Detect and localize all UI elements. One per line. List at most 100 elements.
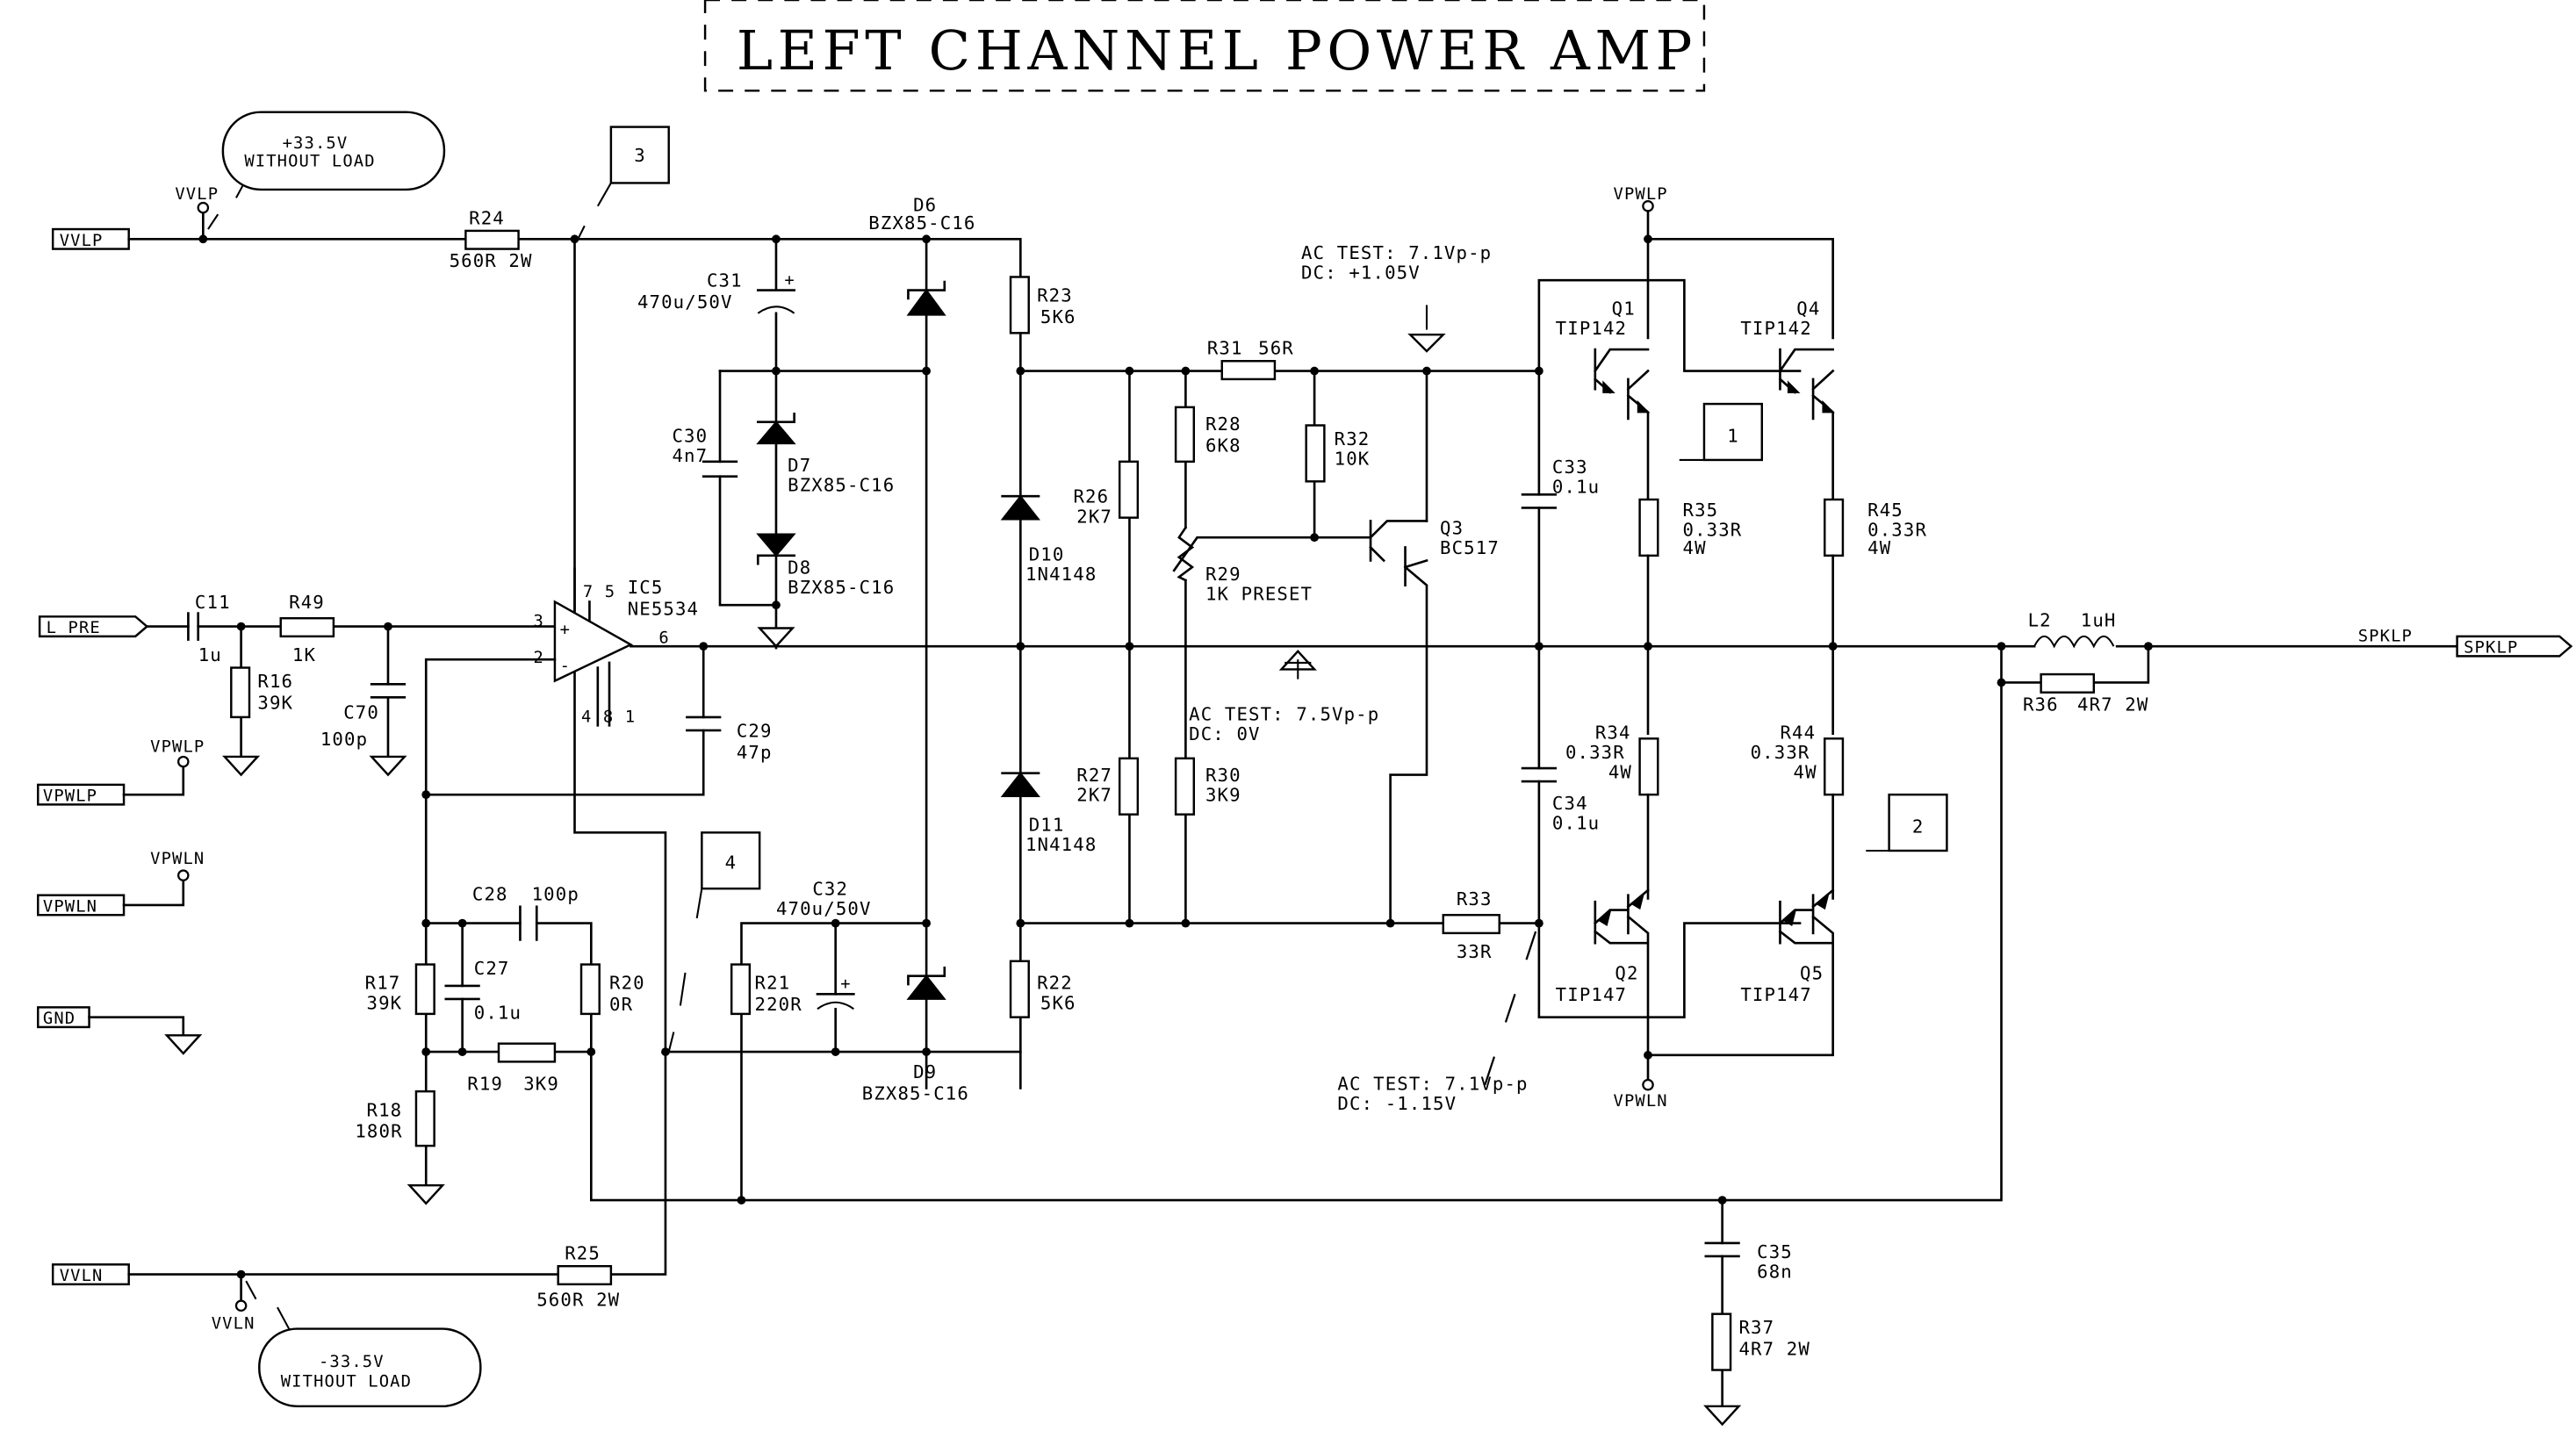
svg-text:4: 4: [725, 852, 738, 874]
resistor-r33: [1442, 914, 1500, 935]
label-r35: R35: [1683, 500, 1719, 521]
capacitor-c33: [1521, 493, 1558, 509]
label-r45: R45: [1867, 500, 1903, 521]
value-r19: 3K9: [523, 1073, 559, 1094]
power-r34: 4W: [1608, 761, 1632, 782]
ground-icon: [369, 755, 407, 777]
wire-vvlp-rail: [573, 237, 667, 1276]
label-d7: D7: [788, 455, 811, 476]
value-c34: 0.1u: [1552, 813, 1600, 834]
label-r25: R25: [565, 1243, 601, 1264]
svg-text:1: 1: [1727, 425, 1739, 446]
resistor-r27: [1118, 757, 1140, 816]
svg-text:2: 2: [1912, 816, 1925, 837]
test-pin-icon: [176, 869, 190, 881]
svg-text:-33.5V: -33.5V: [319, 1353, 385, 1371]
value-d8: BZX85-C16: [788, 577, 895, 598]
wire-bias-top: [718, 278, 1802, 372]
resistor-r34: [1638, 737, 1659, 796]
value-r23: 5K6: [1040, 306, 1076, 327]
ground-icon: [407, 1183, 445, 1205]
label-r27: R27: [1076, 765, 1112, 786]
transistor-q3: [1369, 370, 1428, 924]
diode-d11-icon: [1000, 772, 1040, 797]
marker-3: 3: [609, 126, 670, 184]
label-r17: R17: [365, 973, 401, 994]
test-pin-icon: [176, 755, 190, 768]
label-q4: Q4: [1796, 298, 1820, 320]
label-d8: D8: [788, 557, 811, 579]
value-d6: BZX85-C16: [868, 212, 975, 234]
label-q3: Q3: [1440, 517, 1464, 538]
test-point-top-ac: AC TEST: 7.1Vp-p: [1301, 242, 1492, 263]
preset-r29[interactable]: [1176, 526, 1195, 582]
resistor-r36: [2040, 672, 2096, 694]
port-l-pre[interactable]: L PRE: [38, 615, 149, 637]
port-vvlp[interactable]: VVLP: [51, 227, 130, 250]
label-q5: Q5: [1800, 962, 1824, 983]
label-r32: R32: [1335, 428, 1371, 449]
port-label: L PRE: [47, 619, 101, 637]
port-vpwlp[interactable]: VPWLP: [37, 783, 126, 806]
value-r27: 2K7: [1076, 785, 1112, 806]
capacitor-c34: [1521, 766, 1558, 783]
label-r44: R44: [1780, 722, 1816, 743]
port-label: VPWLP: [43, 787, 97, 806]
port-spklp[interactable]: SPKLP: [2456, 635, 2573, 658]
capacitor-c70: [370, 683, 407, 699]
value-q5: TIP147: [1740, 984, 1811, 1005]
value-r36: 4R7 2W: [2077, 694, 2148, 715]
capacitor-c28: [519, 905, 538, 941]
label-c11: C11: [195, 592, 231, 613]
value-r33: 33R: [1457, 941, 1493, 962]
value-r21: 220R: [755, 994, 802, 1015]
label-d6: D6: [913, 194, 937, 215]
svg-text:WITHOUT LOAD: WITHOUT LOAD: [281, 1372, 412, 1391]
value-c31: 470u/50V: [637, 291, 733, 313]
label-r37: R37: [1738, 1317, 1774, 1338]
resistor-r45: [1824, 498, 1845, 557]
label-c28: C28: [472, 883, 508, 904]
value-c33: 0.1u: [1552, 477, 1600, 498]
label-l2: L2: [2028, 610, 2052, 631]
port-vpwln[interactable]: VPWLN: [37, 894, 126, 917]
label-r21: R21: [755, 973, 791, 994]
resistor-r20: [579, 963, 601, 1016]
port-gnd[interactable]: GND: [37, 1006, 90, 1028]
value-q2: TIP147: [1556, 984, 1627, 1005]
marker-1: 1: [1702, 402, 1764, 462]
label-c27: C27: [474, 958, 510, 979]
label-d9: D9: [913, 1061, 937, 1082]
value-c28: 100p: [532, 883, 579, 904]
power-r45: 4W: [1867, 537, 1891, 558]
value-c70: 100p: [320, 729, 368, 750]
resistor-r28: [1174, 406, 1196, 464]
value-r34: 0.33R: [1565, 742, 1625, 763]
capacitor-c11: [187, 612, 200, 641]
label-r29: R29: [1205, 564, 1241, 585]
value-r20: 0R: [609, 994, 633, 1015]
label-c29: C29: [737, 720, 773, 741]
svg-text:+33.5V: +33.5V: [283, 134, 349, 153]
capacitor-c27: [444, 984, 480, 1001]
marker-4: 4: [701, 831, 761, 890]
test-pin-icon: [197, 201, 210, 214]
value-r17: 39K: [367, 992, 403, 1013]
value-q1: TIP142: [1556, 318, 1627, 339]
port-label: VVLN: [60, 1267, 104, 1285]
capacitor-c29: [686, 716, 722, 732]
port-vvln[interactable]: VVLN: [51, 1263, 130, 1285]
value-r45: 0.33R: [1867, 519, 1927, 540]
value-c30: 4n7: [672, 445, 708, 466]
svg-text:+: +: [784, 271, 795, 290]
port-label: VVLP: [60, 232, 104, 250]
svg-text:3: 3: [634, 145, 646, 166]
label-c30: C30: [672, 425, 708, 446]
value-d7: BZX85-C16: [788, 475, 895, 496]
resistor-r21: [730, 963, 752, 1016]
label-r23: R23: [1037, 285, 1073, 306]
value-r18: 180R: [355, 1121, 402, 1142]
label-r34: R34: [1595, 722, 1631, 743]
test-point-mid-dc: DC: 0V: [1189, 723, 1260, 744]
svg-text:-: -: [560, 657, 571, 675]
